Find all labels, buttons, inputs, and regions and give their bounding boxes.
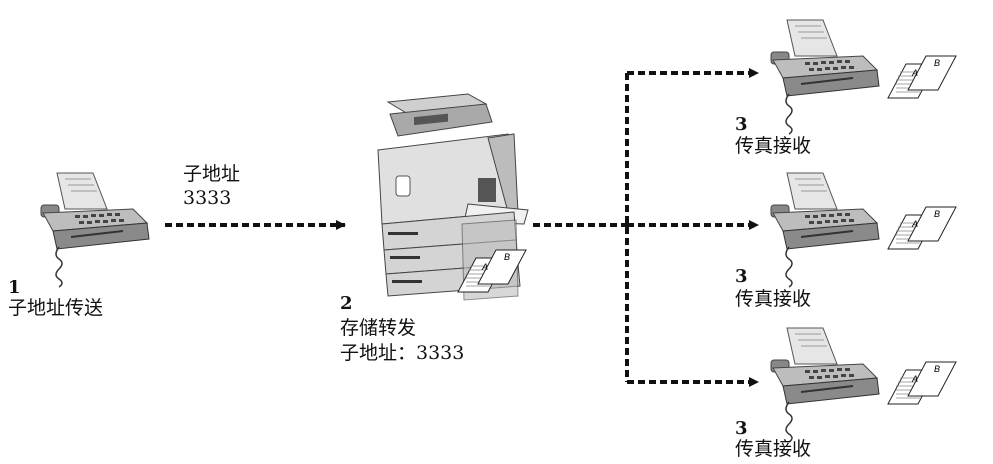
receiver-1-page-a-letter: A (911, 68, 918, 78)
sender-fax-machine-icon (40, 172, 150, 288)
receiver-2-fax-machine-icon (770, 172, 880, 288)
relay-step-number: 2 (340, 293, 353, 314)
dashed-connectors (165, 68, 759, 387)
sender-caption: 子地址传送 (8, 297, 104, 319)
receiver-3-caption: 传真接收 (735, 438, 812, 460)
receiver-3-page-b-letter: B (934, 364, 940, 374)
receiver-1-fax-machine-icon (770, 19, 880, 135)
receiver-1-step-number: 3 (735, 114, 748, 135)
receiver-3-pages-icon: A B (887, 361, 957, 405)
multifunction-printer-icon (377, 93, 529, 301)
sender-step-number: 1 (8, 277, 21, 298)
receiver-2-caption: 传真接收 (735, 288, 812, 310)
relay-page-a-letter: A (481, 262, 488, 272)
receiver-3-step-number: 3 (735, 418, 748, 439)
receiver-1-page-b-letter: B (934, 58, 940, 68)
transmission-label-line1: 子地址 (183, 163, 241, 185)
transmission-label-line2: 3333 (183, 187, 232, 209)
receiver-3-page-a-letter: A (911, 374, 918, 384)
relay-subaddress-text: 子地址：3333 (340, 342, 465, 364)
relay-output-pages-icon: A B (457, 249, 527, 293)
receiver-2-page-b-letter: B (934, 209, 940, 219)
relay-caption: 存储转发 (340, 317, 417, 339)
receiver-1-caption: 传真接收 (735, 135, 812, 157)
receiver-2-step-number: 3 (735, 266, 748, 287)
receiver-2-page-a-letter: A (911, 219, 918, 229)
receiver-3-fax-machine-icon (770, 327, 880, 443)
relay-page-b-letter: B (504, 252, 510, 262)
receiver-1-pages-icon: A B (887, 55, 957, 99)
receiver-2-pages-icon: A B (887, 206, 957, 250)
